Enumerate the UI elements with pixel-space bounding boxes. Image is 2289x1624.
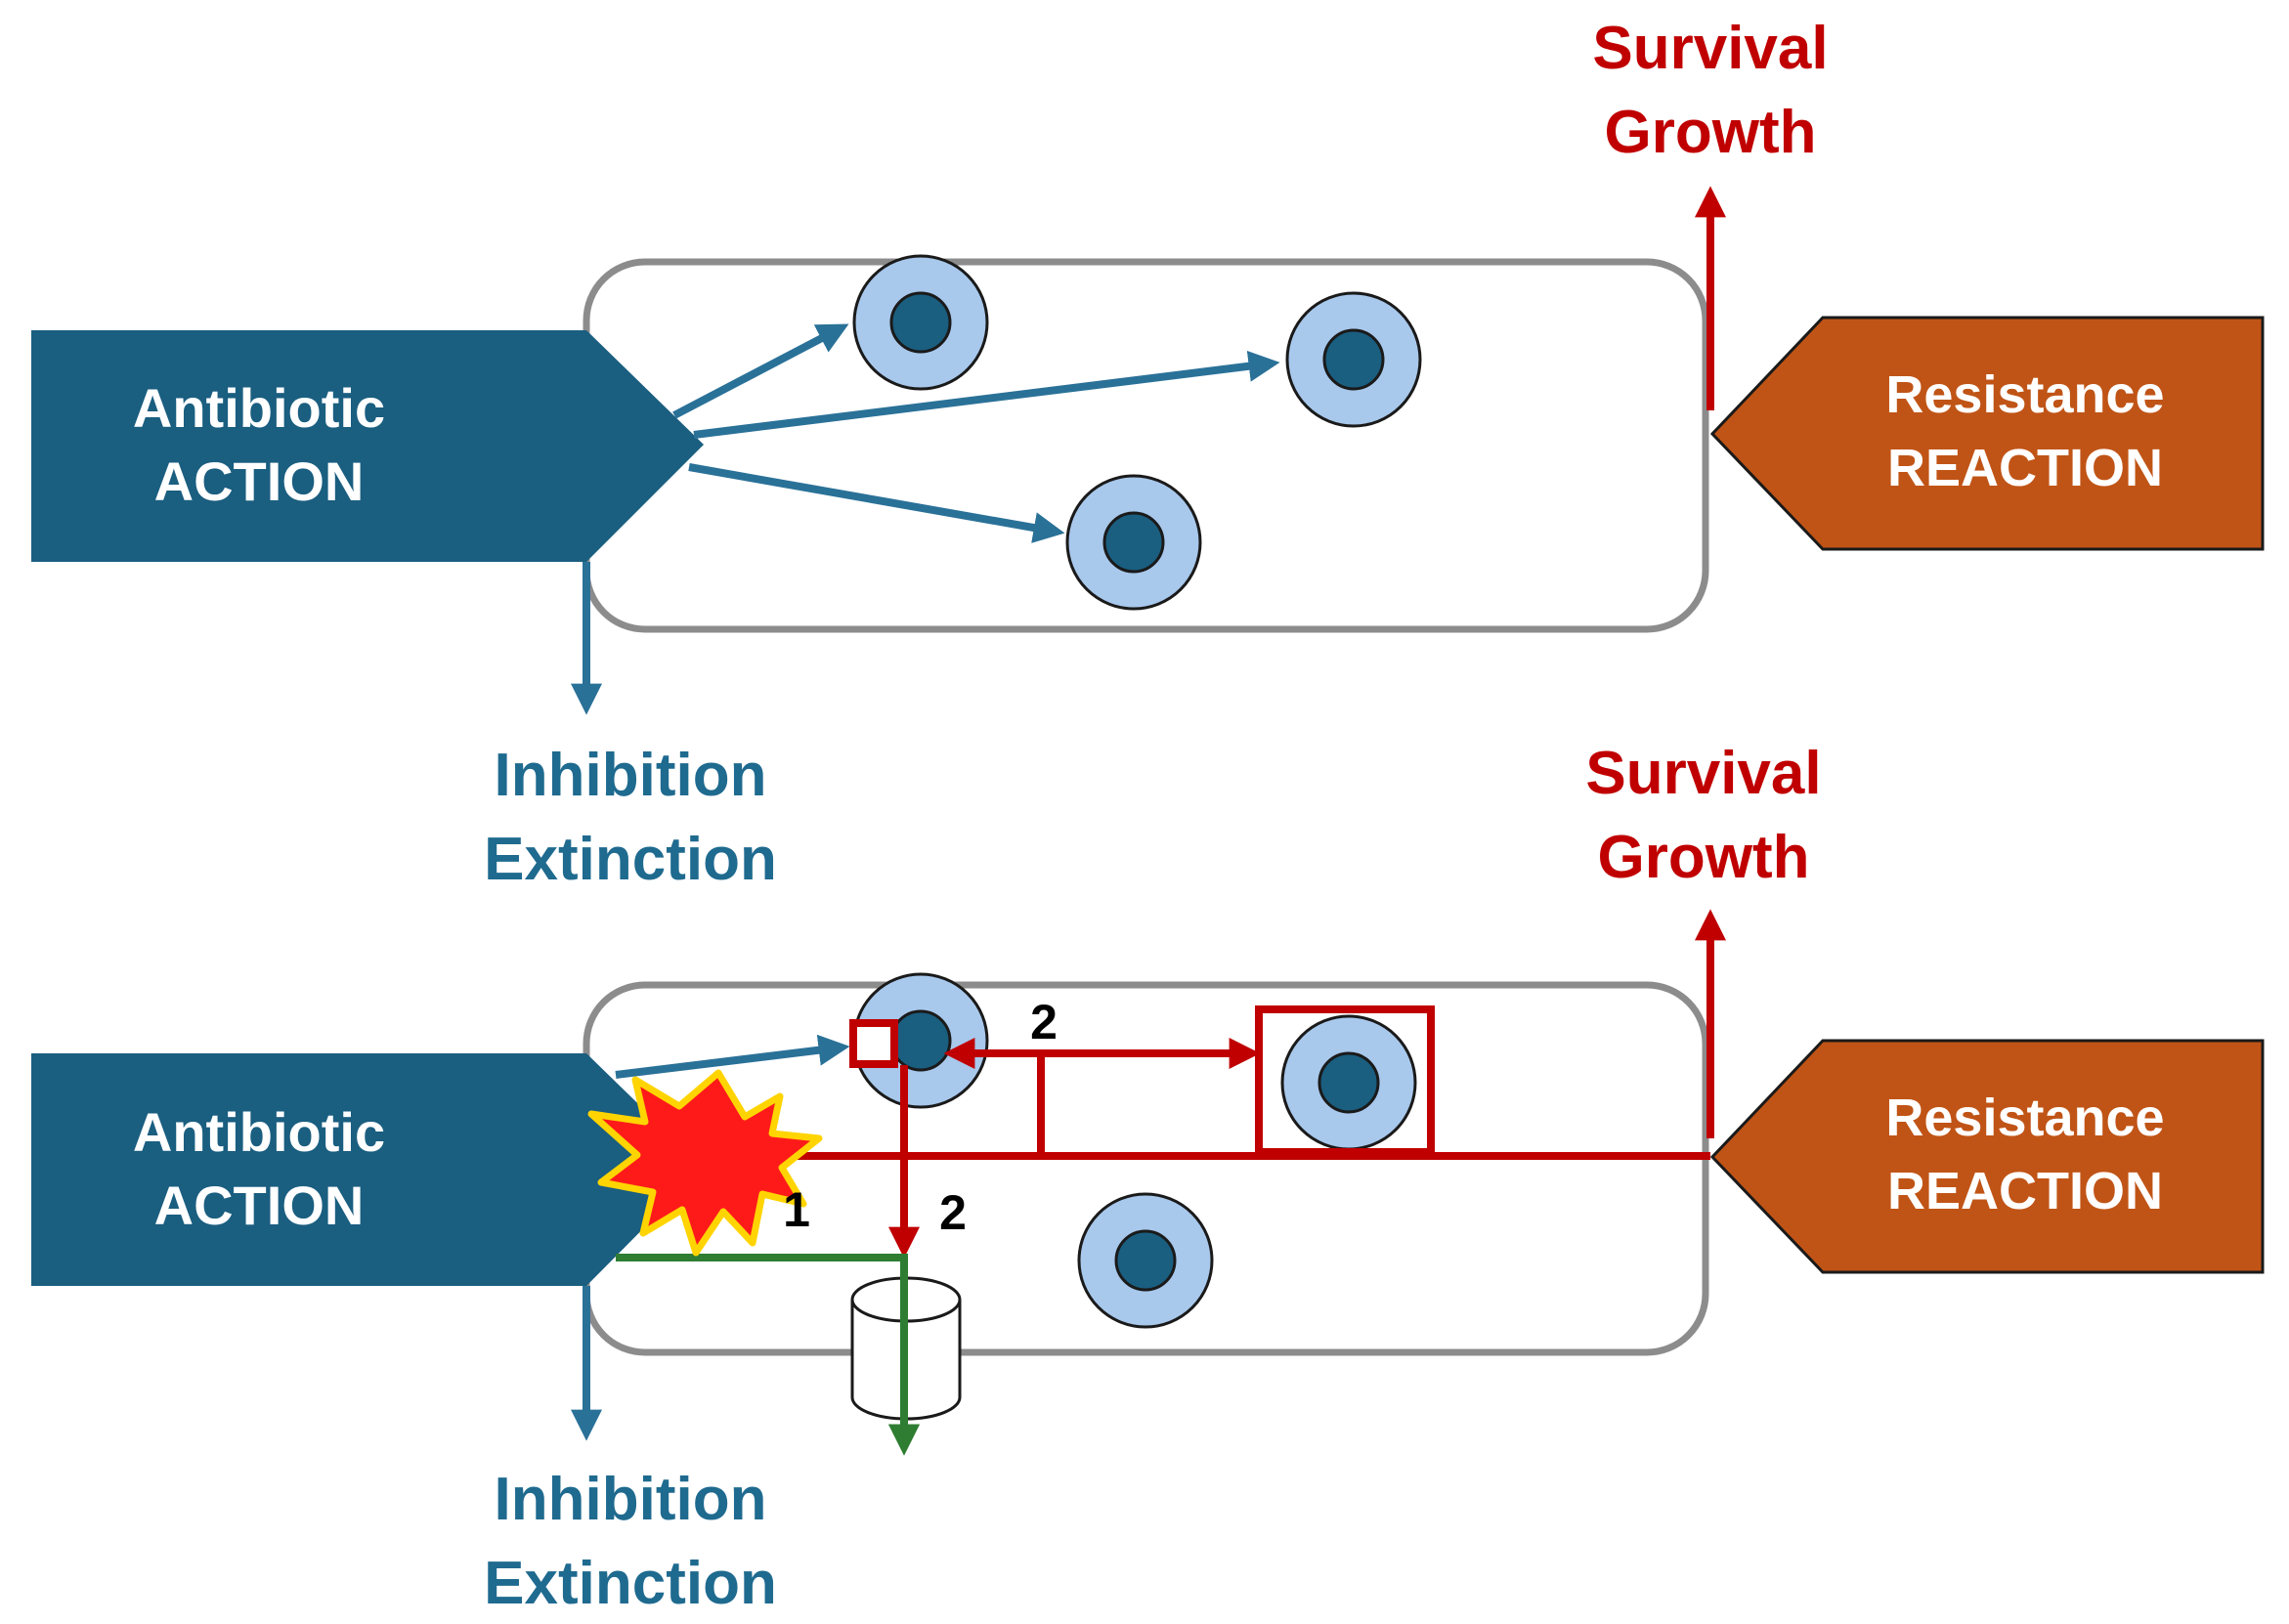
inhibition-label-line2: Extinction	[484, 826, 777, 893]
antibiotic-target-icon	[1285, 291, 1422, 428]
mechanism-marker-1: 1	[783, 1182, 810, 1237]
inhibition-label-line1: Inhibition	[495, 742, 767, 809]
inhibition-label-line1: Inhibition	[495, 1466, 767, 1533]
antibiotic-action-line2: ACTION	[154, 1175, 365, 1236]
antibiotic-action-line1: Antibiotic	[133, 1101, 385, 1163]
antibiotic-action-block	[31, 330, 704, 562]
resistance-reaction-line1: Resistance	[1885, 365, 2164, 424]
panel-bottom: Survival Growth Antibiotic ACTION Resist…	[31, 740, 2265, 1617]
target-modification-square	[849, 1019, 898, 1068]
survival-label-line1: Survival	[1592, 15, 1828, 82]
survival-label-line2: Growth	[1605, 99, 1817, 166]
action-arrow-1	[672, 323, 849, 419]
action-arrow-3	[688, 463, 1065, 543]
mechanism-marker-2-top: 2	[1030, 995, 1058, 1049]
survival-label-line1: Survival	[1585, 740, 1821, 807]
antibiotic-target-icon	[1065, 474, 1202, 611]
antibiotic-target-icon	[1280, 1014, 1417, 1151]
resistance-reaction-block	[1709, 1039, 2265, 1274]
resistance-reaction-line1: Resistance	[1885, 1089, 2164, 1147]
antibiotic-target-icon	[1077, 1192, 1214, 1329]
antibiotic-target-icon	[852, 254, 989, 391]
antibiotic-action-line2: ACTION	[154, 450, 365, 512]
antibiotic-action-line1: Antibiotic	[133, 377, 385, 439]
resistance-reaction-line2: REACTION	[1887, 1162, 2163, 1220]
action-arrow	[615, 1034, 850, 1079]
resistance-reaction-block	[1709, 316, 2265, 551]
antibiotic-action-block	[31, 1053, 704, 1286]
inhibition-label-line2: Extinction	[484, 1550, 777, 1617]
survival-label-line2: Growth	[1598, 824, 1810, 891]
resistance-reaction-line2: REACTION	[1887, 439, 2163, 497]
panel-top: Survival Growth Antibiotic ACTION Resist…	[31, 15, 2265, 893]
mechanism-marker-2-side: 2	[939, 1185, 967, 1240]
explosion-icon	[587, 1069, 823, 1257]
action-arrow-2	[693, 350, 1280, 439]
